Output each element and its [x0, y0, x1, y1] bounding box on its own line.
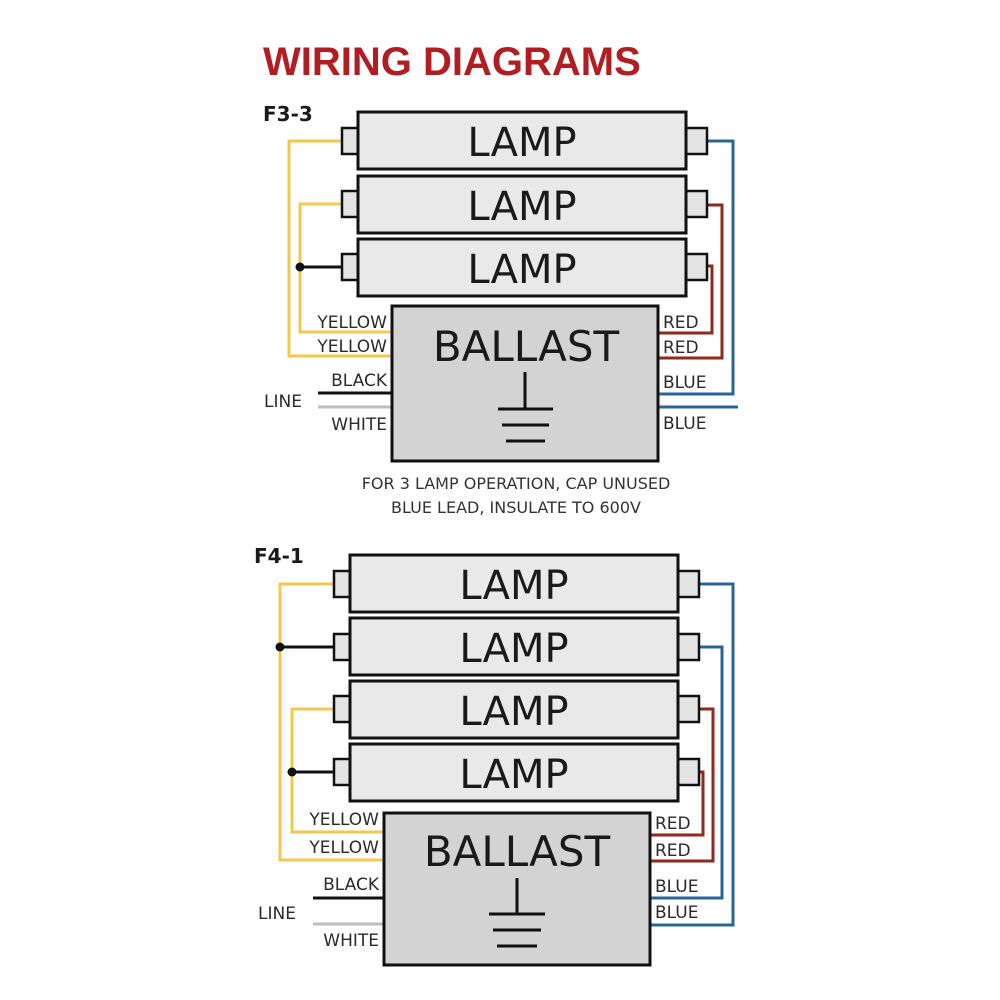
lamp-tube [348, 553, 680, 614]
lead-label-white: WHITE [331, 415, 387, 435]
line-label: LINE [264, 392, 302, 412]
lamp: LAMP [340, 237, 709, 298]
junction-dot [287, 767, 297, 777]
note-line-2: BLUE LEAD, INSULATE TO 600V [391, 498, 641, 517]
lamp-pin-right [684, 252, 709, 282]
lamp-pin-left [332, 632, 352, 662]
yellow-wire-1 [287, 139, 392, 358]
ballast-label: BALLAST [433, 322, 620, 371]
red-wire-2 [650, 770, 705, 837]
note-line-1: FOR 3 LAMP OPERATION, CAP UNUSED [362, 474, 671, 493]
blue-wire-1 [650, 582, 735, 927]
lamp-pin-right [676, 694, 701, 724]
ground-icon [489, 878, 545, 948]
lamp-pin-left [332, 757, 352, 787]
page-title: WIRING DIAGRAMS [263, 40, 641, 84]
blue-wire-2 [650, 645, 724, 900]
lamp-label: LAMP [467, 184, 576, 230]
lamp-pin-right [676, 632, 701, 662]
lamp-pin-left [340, 126, 360, 156]
lamp-tube [348, 742, 680, 803]
lead-label-red: RED [663, 338, 699, 358]
junction-dot [295, 262, 305, 272]
lead-label-blue: BLUE [655, 877, 698, 897]
lead-label-black: BLACK [323, 875, 380, 895]
lead-label-red: RED [655, 814, 691, 834]
diagram-f3-3: F3-3 LAMP LAMP LAMP [263, 102, 738, 517]
line-label: LINE [258, 904, 296, 924]
red-wire-1 [658, 203, 724, 360]
lamp-label: LAMP [459, 563, 568, 609]
diagram-f4-1: F4-1 LAMP LAMP [254, 544, 735, 967]
lamp-pin-right [684, 126, 709, 156]
red-wire-2 [658, 264, 714, 335]
lead-label-blue: BLUE [663, 414, 706, 434]
lamp: LAMP [332, 553, 701, 614]
lamp-tube [356, 110, 688, 171]
ground-icon [498, 372, 553, 443]
lead-label-red: RED [663, 313, 699, 333]
lamp: LAMP [332, 616, 701, 677]
lamp: LAMP [340, 110, 709, 171]
lamp: LAMP [332, 679, 701, 740]
diagram-label: F4-1 [254, 544, 304, 568]
lamp-pin-left [332, 569, 352, 599]
lead-label-yellow: YELLOW [308, 838, 379, 858]
yellow-wire-1 [278, 582, 384, 862]
ballast-label: BALLAST [424, 827, 611, 876]
lamp-label: LAMP [459, 626, 568, 672]
lamp-tube [356, 174, 688, 235]
lead-label-white: WHITE [323, 931, 379, 951]
lamp-label: LAMP [459, 689, 568, 735]
red-wire-1 [650, 707, 715, 863]
lamp-label: LAMP [459, 752, 568, 798]
lamp-pin-left [340, 252, 360, 282]
lamp: LAMP [332, 742, 701, 803]
blue-wire-1 [658, 139, 735, 396]
lamp-pin-right [676, 569, 701, 599]
lead-label-black: BLACK [331, 371, 388, 391]
lead-label-blue: BLUE [663, 373, 706, 393]
lead-label-yellow: YELLOW [316, 337, 387, 357]
lead-label-blue: BLUE [655, 903, 698, 923]
lamp-tube [348, 616, 680, 677]
lamp-pin-right [676, 757, 701, 787]
lamp-tube [348, 679, 680, 740]
lead-label-red: RED [655, 841, 691, 861]
lamp-label: LAMP [467, 247, 576, 293]
lamp-label: LAMP [467, 120, 576, 166]
junction-dot [275, 642, 285, 652]
lead-label-yellow: YELLOW [316, 313, 387, 333]
lead-label-yellow: YELLOW [308, 810, 379, 830]
lamp-tube [356, 237, 688, 298]
lamp-pin-left [340, 189, 360, 219]
lamp-pin-left [332, 694, 352, 724]
diagram-label: F3-3 [263, 102, 313, 126]
lamp-pin-right [684, 189, 709, 219]
lamp: LAMP [340, 174, 709, 235]
